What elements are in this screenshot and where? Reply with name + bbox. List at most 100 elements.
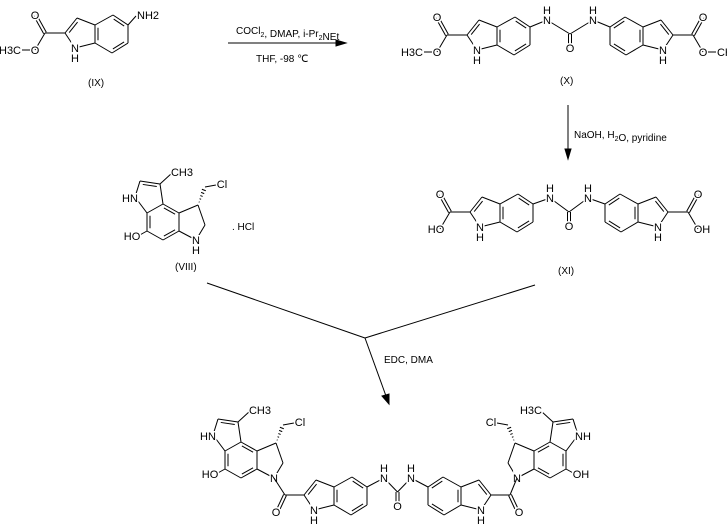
converging-line-left [206,282,366,339]
bond [609,16,626,28]
bond [469,211,481,228]
bond [572,418,579,436]
atom-label-hn: HN [200,431,216,443]
bond [613,43,626,52]
bond [620,221,639,233]
bond [499,193,519,205]
bond [68,21,78,33]
bond [478,479,492,496]
atom-label-ch3: CH3 [249,405,271,417]
bond [333,504,352,516]
bond [565,434,579,452]
bond [351,503,364,512]
bond [139,180,161,185]
bond [604,221,622,233]
bond [94,14,114,26]
bond [197,204,206,226]
bond [608,220,621,229]
bond [435,17,447,36]
bond [94,42,113,54]
bond [64,32,76,49]
atom-label-o: O [436,189,445,201]
atom-label-nh2: NH2 [137,10,159,22]
atom-label-h: H [71,53,79,65]
bond [514,442,535,452]
bond [178,204,199,214]
bond [220,421,235,426]
atom-label-cl: Cl [217,179,227,191]
bond [112,14,129,26]
bond [609,44,627,56]
bond [438,194,450,213]
bond [642,44,664,51]
atom-label-oh: OH [694,224,711,236]
bond [604,193,621,205]
bond [303,494,315,511]
bond [134,196,148,214]
bond [549,441,567,452]
bond [511,436,514,438]
bond [587,197,606,205]
atom-label-n: N [589,15,597,27]
bond [303,479,317,496]
arrowhead-icon [564,148,572,161]
bond [518,197,530,206]
step2-reagents: NaOH, H2O, pyridine [574,130,667,144]
bond [516,221,534,233]
bond [146,230,164,241]
bond [549,197,570,213]
bond [162,230,180,241]
bond [240,441,258,452]
bond [142,183,157,188]
bond [478,483,488,495]
atom-label-h: H [546,183,554,195]
bond [442,476,462,488]
step1-reagents-top: COCl2, DMAP, i-Pr2NEt [236,26,339,43]
bond [537,445,550,453]
bond [660,23,670,35]
atom-label-oh: OH [573,469,590,481]
bond [431,503,444,512]
bond [637,196,657,205]
atom-label-n: N [584,193,592,205]
bond [517,220,530,229]
atom-label-o: O [31,45,40,57]
compound-label-x: (X) [560,76,573,87]
bond [277,436,280,438]
atom-label-n: N [543,15,551,27]
bond [466,19,480,36]
bond [278,495,287,511]
atom-label-h3c: H3C [401,47,423,59]
bond [351,476,368,488]
bond [510,494,519,510]
bond [556,421,571,426]
bond [440,193,452,212]
bond [686,193,698,212]
bond [660,19,674,36]
bond [134,180,141,198]
atom-label-h: H [584,183,592,195]
bond [113,18,125,27]
atom-label-h: H [310,515,318,527]
bond [479,221,501,228]
bond [460,479,480,488]
bond [480,494,492,511]
bond [224,441,242,452]
bond [273,477,286,496]
atom-label-o: O [566,43,575,55]
bond [657,211,669,228]
compound-label-viii: (VIII) [175,262,197,273]
bond [162,203,180,214]
compound-label-ix: (IX) [88,78,104,89]
bond [35,14,47,33]
bond [507,462,518,479]
bond [568,197,589,213]
atom-label-n: N [270,473,278,485]
bond [313,504,335,511]
bond [241,445,254,453]
bond [350,504,368,516]
bond [410,477,429,488]
atom-label-n: N [546,193,554,205]
bond [533,441,551,452]
